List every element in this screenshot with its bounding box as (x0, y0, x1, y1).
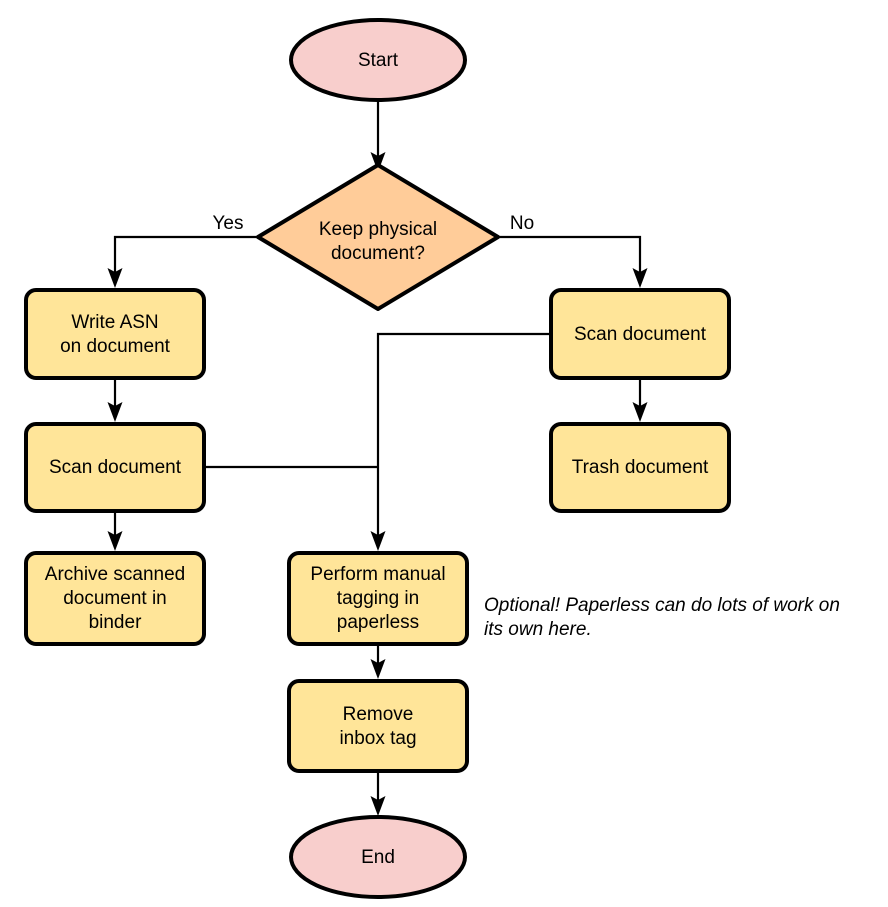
node-end-shape[interactable] (289, 815, 467, 899)
node-archive-label-line2: document in (63, 588, 167, 609)
node-scan-document-left-label: Scan document (49, 457, 182, 478)
arrowhead-icon (632, 402, 648, 422)
edge-line (498, 235, 642, 274)
node-decision-shape[interactable] (256, 163, 500, 311)
edge-label-yes: Yes (213, 213, 244, 234)
annotation-line2: its own here. (484, 619, 592, 640)
arrowhead-icon (370, 152, 386, 172)
node-decision-keep-physical-document[interactable]: Keep physical document? (256, 163, 500, 311)
edge-line (376, 332, 551, 537)
arrowhead-icon (107, 402, 123, 422)
edge-start-to-decision (370, 101, 386, 172)
node-scan-document-right[interactable]: Scan document (549, 288, 731, 380)
node-perform-manual-tagging[interactable]: Perform manual tagging in paperless (287, 551, 469, 646)
edge-label-no: No (510, 213, 534, 234)
edge-decision-yes (107, 235, 258, 288)
node-remove-inbox-tag-shape[interactable] (287, 679, 469, 773)
node-scan-document-right-label: Scan document (574, 324, 707, 345)
edge-decision-no (498, 235, 648, 288)
node-write-asn-shape[interactable] (24, 288, 206, 380)
node-start-label: Start (358, 50, 399, 71)
arrowhead-icon (370, 659, 386, 679)
arrowhead-icon (632, 268, 648, 288)
node-decision-label-line2: document? (331, 243, 425, 264)
node-archive-scanned-document[interactable]: Archive scanned document in binder (24, 551, 206, 646)
node-trash-document[interactable]: Trash document (549, 422, 731, 513)
node-decision-label-line1: Keep physical (319, 219, 437, 240)
arrowhead-icon (107, 268, 123, 288)
arrowhead-icon (370, 531, 386, 551)
edge-scanright-to-tagging (370, 332, 551, 551)
node-scan-document-right-shape[interactable] (549, 288, 731, 380)
node-tagging-label-line2: tagging in (337, 588, 419, 609)
node-trash-label: Trash document (572, 457, 709, 478)
edge-writeasn-to-scanleft (107, 378, 123, 422)
node-archive-label-line3: binder (89, 612, 142, 633)
node-archive-label-line1: Archive scanned (45, 564, 185, 585)
node-tagging-shape[interactable] (287, 551, 469, 646)
node-archive-shape[interactable] (24, 551, 206, 646)
edge-line (113, 235, 258, 274)
node-trash-shape[interactable] (549, 422, 731, 513)
annotation-line1: Optional! Paperless can do lots of work … (484, 595, 840, 616)
node-remove-inbox-tag-label-line2: inbox tag (339, 728, 416, 749)
node-end-label: End (361, 847, 395, 868)
node-end[interactable]: End (289, 815, 467, 899)
node-remove-inbox-tag[interactable]: Remove inbox tag (287, 679, 469, 773)
node-tagging-label-line1: Perform manual (310, 564, 445, 585)
node-scan-document-left[interactable]: Scan document (24, 422, 206, 513)
node-start[interactable]: Start (289, 18, 467, 102)
node-write-asn-label-line1: Write ASN (71, 312, 158, 333)
node-start-shape[interactable] (289, 18, 467, 102)
node-remove-inbox-tag-label-line1: Remove (343, 704, 414, 725)
edge-scanright-to-trash (632, 378, 648, 422)
edge-tagging-to-removetag (370, 644, 386, 679)
annotation-optional-paperless: Optional! Paperless can do lots of work … (484, 595, 840, 640)
arrowhead-icon (370, 796, 386, 816)
node-scan-document-left-shape[interactable] (24, 422, 206, 513)
edge-removetag-to-end (370, 771, 386, 816)
node-tagging-label-line3: paperless (337, 612, 419, 633)
edge-scanleft-to-archive (107, 511, 123, 551)
node-write-asn-label-line2: on document (60, 336, 171, 357)
node-write-asn-on-document[interactable]: Write ASN on document (24, 288, 206, 380)
arrowhead-icon (107, 531, 123, 551)
